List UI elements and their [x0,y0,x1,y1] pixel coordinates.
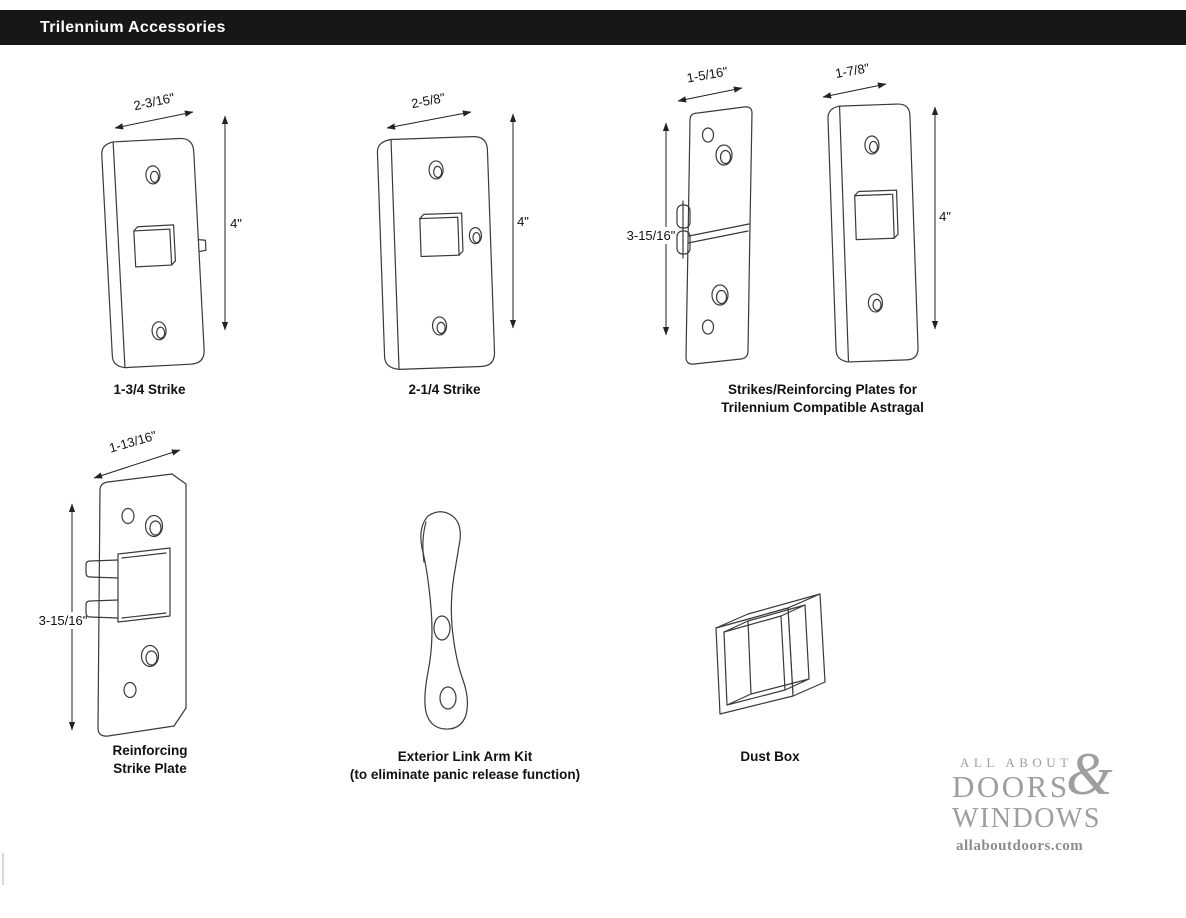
caption-strike-134-text: 1-3/4 Strike [113,382,186,397]
strike-134-figure: 2-3/16" 4" [101,90,242,369]
astragal-left-width-dim: 1-5/16" [685,64,729,86]
caption-link-arm-line2: (to eliminate panic release function) [349,766,581,782]
strike-plate-drawing [376,136,496,370]
caption-link-arm: Exterior Link Arm Kit (to eliminate pani… [330,748,600,783]
strike-214-figure: 2-5/8" 4" [376,90,529,370]
reinforcing-height-dim: 3-15/16" [39,613,88,628]
logo-url: allaboutdoors.com [956,838,1084,854]
caption-reinforcing-line1: Reinforcing [112,743,188,758]
reinforcing-strike-drawing [85,473,187,737]
page-title: Trilennium Accessories [40,18,226,36]
caption-dust-box: Dust Box [695,748,845,766]
astragal-plates-figure: 1-5/16" 3-15/16" 1-7/8" 4" [622,60,951,365]
logo-line-doors: DOORS [952,769,1070,804]
dust-box-figure [715,593,826,715]
caption-reinforcing-line2: Strike Plate [113,760,187,776]
logo-line-windows: WINDOWS [952,803,1101,834]
strike-134-width-dim: 2-3/16" [132,90,176,113]
caption-astragal: Strikes/Reinforcing Plates for Trilenniu… [685,381,960,416]
strike-134-height-dim: 4" [230,216,242,231]
link-arm-drawing [420,511,469,730]
caption-strike-134: 1-3/4 Strike [62,381,237,399]
reinforcing-plate-drawing [827,103,919,363]
caption-astragal-line1: Strikes/Reinforcing Plates for [727,382,918,397]
caption-strike-214-text: 2-1/4 Strike [408,382,481,397]
logo-all-about-doors: ALL ABOUT & DOORS WINDOWS allaboutdoors.… [952,744,1134,858]
caption-reinforcing: Reinforcing Strike Plate [75,742,225,777]
astragal-right-width-dim: 1-7/8" [834,60,871,81]
header-bar: Trilennium Accessories [0,10,1186,45]
link-arm-figure [420,511,469,730]
astragal-left-height-dim: 3-15/16" [627,228,676,243]
strike-214-width-dim: 2-5/8" [410,90,447,111]
caption-link-arm-line1: Exterior Link Arm Kit [397,749,533,764]
caption-strike-214: 2-1/4 Strike [357,381,532,399]
caption-dust-box-text: Dust Box [740,749,800,764]
reinforcing-strike-figure: 1-13/16" 3-15/16" [32,428,187,737]
dim-label-mask [32,612,96,629]
dim-label-mask [622,227,682,244]
logo-line-all-about: ALL ABOUT [960,755,1073,770]
logo-ampersand: & [1066,741,1113,807]
strike-plate-drawing [101,137,207,369]
caption-astragal-line2: Trilennium Compatible Astragal [721,399,924,415]
dust-box-drawing [715,593,826,715]
page-edge-mark [2,853,4,885]
astragal-strike-drawing [676,106,753,365]
reinforcing-width-dim: 1-13/16" [107,428,158,456]
astragal-right-height-dim: 4" [939,209,951,224]
strike-214-height-dim: 4" [517,214,529,229]
